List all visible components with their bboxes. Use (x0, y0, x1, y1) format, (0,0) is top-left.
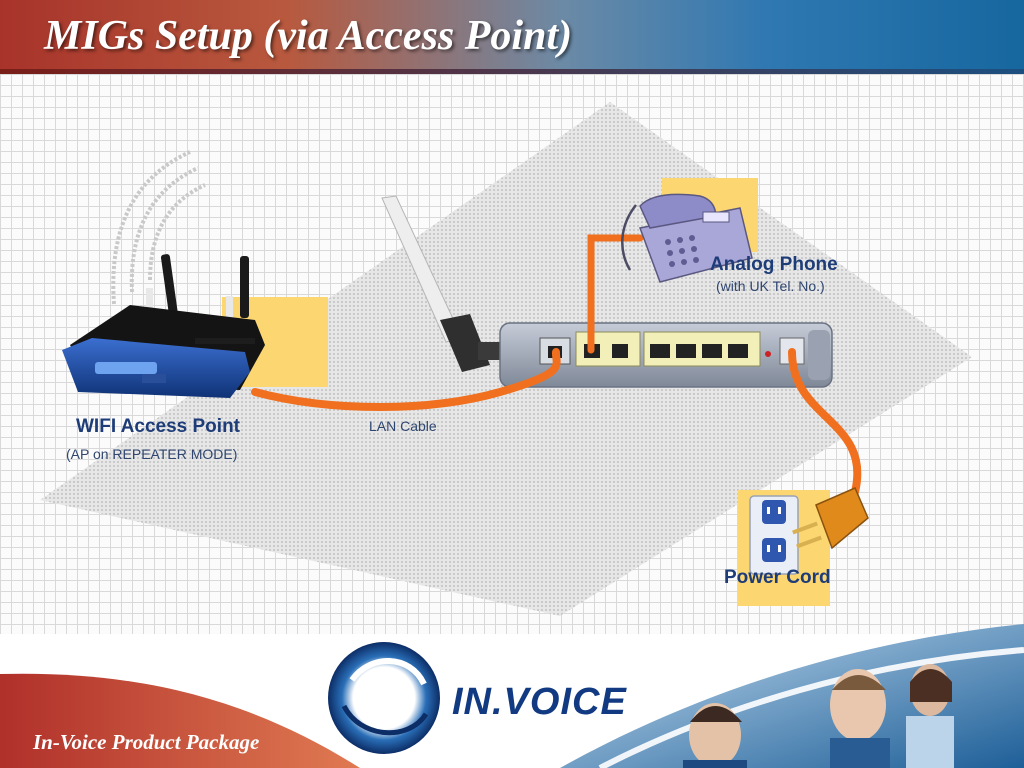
analog-phone-label: Analog Phone (710, 254, 838, 275)
power-cord-label: Power Cord (724, 567, 831, 588)
invoice-logo-wordmark: IN.VOICE (452, 681, 627, 723)
analog-phone-note: (with UK Tel. No.) (716, 278, 825, 294)
footer-red-swoosh (0, 673, 360, 768)
lan-cable-label: LAN Cable (369, 418, 437, 434)
network-diagram (40, 102, 972, 616)
access-point-label: WIFI Access Point (76, 416, 240, 437)
wall-outlet-icon (738, 490, 830, 606)
mig-device-icon (499, 322, 833, 388)
footer-artwork (0, 624, 1024, 768)
lan-cable (251, 348, 561, 411)
invoice-logo-icon (328, 642, 440, 754)
wifi-signal-icon (111, 150, 206, 305)
footer-photo-band (560, 624, 1024, 768)
people-photo (683, 664, 954, 768)
page-title: MIGs Setup (via Access Point) (44, 13, 573, 59)
analog-phone-icon (621, 193, 753, 283)
power-plug-icon (792, 487, 869, 550)
access-point-mode-label: (AP on REPEATER MODE) (66, 446, 238, 462)
wifi-access-point-icon (62, 254, 265, 398)
router-antenna-icon (381, 195, 508, 372)
power-cable (788, 348, 862, 496)
header-banner: MIGs Setup (via Access Point) (0, 0, 1024, 74)
footer-caption: In-Voice Product Package (33, 730, 260, 754)
